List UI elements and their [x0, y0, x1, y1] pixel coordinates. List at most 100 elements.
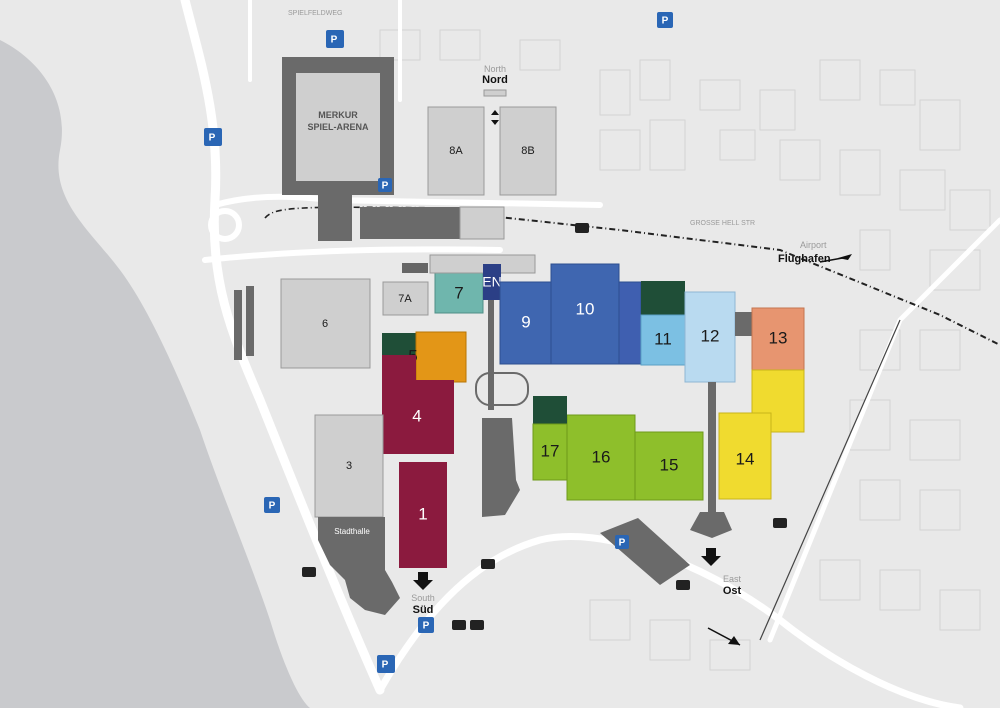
svg-text:P: P — [209, 133, 216, 144]
hall-6 — [280, 278, 371, 369]
south-arrow-icon — [413, 572, 433, 590]
entrance-sign — [483, 264, 501, 300]
hall-6-side-structure-2 — [246, 286, 254, 356]
entrance-north-building — [429, 254, 536, 274]
svg-text:P: P — [662, 16, 669, 27]
parking-garage-icon — [615, 535, 629, 549]
southeast-arrow-icon — [728, 636, 740, 645]
parking-p2-icon[interactable]: P — [204, 128, 222, 146]
hall-14 — [718, 412, 772, 500]
hall-6-side-structure — [234, 290, 242, 360]
central-walkway — [488, 300, 494, 410]
airport-label-de: Flughafen — [778, 253, 831, 265]
north-label-de: Nord — [482, 74, 508, 86]
bus-icon — [302, 223, 787, 630]
parking-garage — [600, 518, 690, 585]
parking-p6-icon[interactable]: P — [377, 655, 395, 673]
river — [0, 40, 310, 708]
south-label-en: South — [411, 593, 435, 603]
residential-blocks — [379, 29, 991, 671]
hall-16-label: 16 — [592, 447, 611, 466]
hall-14-label: 14 — [736, 449, 755, 468]
south-label-de: Süd — [413, 604, 434, 616]
hall-11 — [640, 314, 686, 366]
hall-17 — [532, 423, 568, 481]
hall-10-annex — [618, 281, 642, 365]
arena-name-line1: MERKUR — [318, 110, 358, 120]
north-arrow-icon — [491, 110, 499, 125]
hall-9 — [499, 281, 553, 365]
stadthalle — [318, 517, 400, 615]
hall-15-label: 15 — [660, 455, 679, 474]
hall-4-label: 4 — [412, 406, 421, 425]
hall-17-label: 17 — [541, 441, 560, 460]
hall-4 — [382, 380, 454, 454]
hall-10-label: 10 — [576, 299, 595, 318]
hall-8b — [499, 106, 557, 196]
hall-6-label: 6 — [322, 318, 328, 330]
hall-17-annex — [533, 396, 567, 424]
street-grosse-hell: GROSSE HELL STR — [690, 220, 755, 227]
hall-11-annex — [641, 281, 685, 315]
hall-7a-label: 7A — [398, 293, 412, 305]
hall-3 — [314, 414, 384, 518]
fairground-boundary — [759, 319, 901, 641]
hall-11-label: 11 — [654, 329, 672, 348]
airport-label-en: Airport — [800, 240, 827, 250]
svg-text:P: P — [269, 501, 276, 512]
hall-15 — [634, 431, 704, 501]
street-spielfeldweg: SPIELFELDWEG — [288, 10, 342, 17]
parking-north-icon[interactable]: P — [657, 12, 673, 28]
entrance-sign-label: EN — [482, 274, 501, 290]
central-building — [482, 418, 520, 517]
parking-arena-icon[interactable]: P — [378, 178, 392, 192]
hall-7a — [382, 281, 429, 316]
east-label-en: East — [723, 574, 742, 584]
hall-7 — [434, 272, 484, 314]
hall-5 — [415, 331, 467, 383]
roundabout — [208, 208, 242, 242]
arena-name-line2: SPIEL-ARENA — [307, 122, 369, 132]
hall-13 — [751, 307, 805, 371]
arena-inner — [296, 73, 380, 181]
parking-west-icon[interactable]: P — [264, 497, 280, 513]
railway — [479, 214, 1000, 346]
hall-13-label: 13 — [769, 328, 788, 347]
east-gate-building — [690, 512, 732, 538]
station-building — [360, 207, 460, 239]
small-building — [402, 263, 428, 273]
east-arrow-icon — [701, 548, 721, 566]
railway-loop — [264, 206, 481, 219]
hall-12 — [684, 291, 736, 383]
roundabout-plaza — [475, 372, 529, 406]
svg-text:P: P — [382, 181, 389, 192]
hall-4-top — [382, 355, 416, 382]
hall-5-annex — [382, 333, 416, 355]
hall-8a — [427, 106, 485, 196]
hall-8b-label: 8B — [521, 145, 534, 157]
north-gate — [483, 89, 507, 97]
svg-text:P: P — [382, 660, 389, 671]
north-label-en: North — [484, 64, 506, 74]
hall-10 — [550, 263, 620, 365]
station-platform — [459, 206, 505, 240]
hall-12-connector — [735, 312, 753, 336]
roads — [180, 0, 1000, 708]
parking-south-icon[interactable]: P — [418, 617, 434, 633]
airport-arrow-line — [819, 256, 849, 263]
svg-text:P: P — [331, 35, 338, 46]
hall-7-label: 7 — [454, 283, 463, 302]
east-walkway — [708, 382, 716, 512]
hall-1-label: 1 — [418, 504, 427, 523]
arena-annex — [318, 195, 352, 241]
svg-text:P: P — [423, 621, 430, 632]
stadthalle-label: Stadthalle — [334, 527, 370, 536]
east-label-de: Ost — [723, 585, 742, 597]
parking-garage-letter: P — [619, 538, 626, 549]
hall-3-label: 3 — [346, 460, 352, 472]
parking-p3-icon[interactable]: P — [326, 30, 344, 48]
hall-1 — [399, 462, 447, 568]
hall-8a-label: 8A — [449, 145, 463, 157]
